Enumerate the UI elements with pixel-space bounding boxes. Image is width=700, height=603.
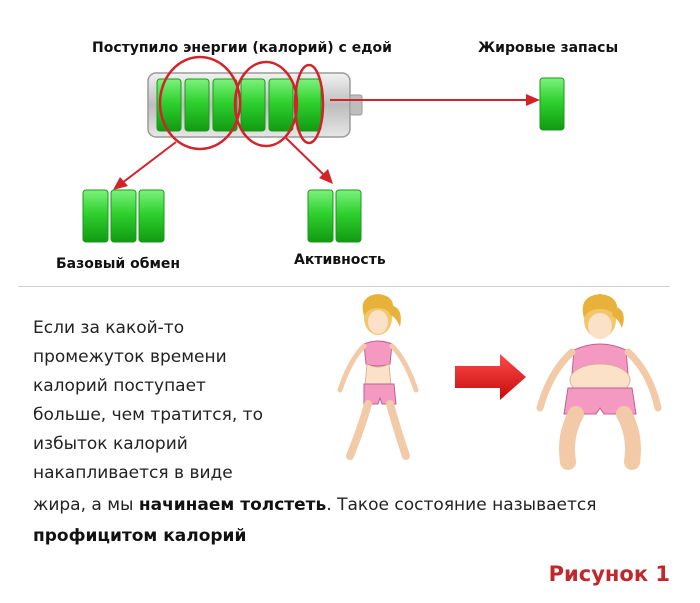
flow-arrows [113, 94, 540, 190]
figure-caption: Рисунок 1 [548, 562, 670, 586]
body-text-line-4: больше, чем тратится, то [33, 405, 263, 425]
emphasis-calorie-surplus: профицитом калорий [33, 526, 247, 546]
activity-cells [307, 189, 362, 243]
surplus-group-ellipse [293, 63, 325, 145]
activity-energy-cell [335, 189, 362, 243]
basal-energy-cell [82, 189, 109, 243]
activity-group-ellipse [233, 60, 299, 148]
basal-group-ellipse [158, 55, 242, 151]
activity-energy-cell [307, 189, 334, 243]
fat-storage-cell [539, 77, 565, 131]
body-text-line-1: Если за какой-то [33, 318, 185, 338]
label-energy-intake: Поступило энергии (калорий) с едой [92, 40, 392, 56]
battery-energy-cell [184, 78, 210, 132]
body-text-line-3: калорий поступает [33, 376, 206, 396]
label-activity: Активность [294, 252, 386, 268]
battery-energy-cell [240, 78, 266, 132]
slim-woman-icon [337, 294, 419, 460]
emphasis-start-gaining-weight: начинаем толстеть [138, 495, 327, 515]
basal-energy-cell [110, 189, 137, 243]
cell-group-ellipses [158, 55, 325, 151]
line7-suffix: . Такое состояние называется [326, 495, 597, 515]
body-text-line-2: промежуток времени [33, 347, 227, 367]
battery-energy-cell [268, 78, 294, 132]
body-text-line-5: избыток калорий [33, 434, 188, 454]
battery-energy-cell [296, 78, 322, 132]
body-text-line-8: профицитом калорий [33, 526, 246, 546]
label-basal-metabolism: Базовый обмен [56, 256, 181, 272]
line7-prefix: жира, а мы [33, 495, 139, 515]
section-divider [18, 286, 670, 287]
basal-metabolism-cells [82, 189, 165, 243]
body-text-line-7: жира, а мы начинаем толстеть. Такое сост… [33, 495, 596, 515]
overweight-woman-icon [536, 294, 662, 470]
body-text-line-6: накапливается в виде [33, 463, 233, 483]
right-arrow-icon [455, 354, 526, 400]
label-fat-storage: Жировые запасы [478, 40, 619, 56]
basal-energy-cell [138, 189, 165, 243]
battery-energy-cell [212, 78, 238, 132]
